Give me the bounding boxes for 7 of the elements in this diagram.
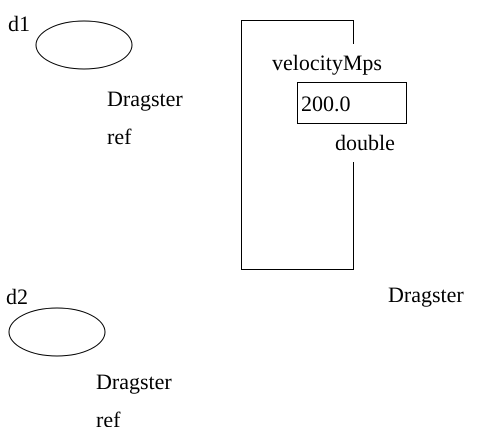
variable-name: d1 bbox=[8, 10, 30, 37]
type-label: velocityMps bbox=[272, 44, 384, 82]
ellipse-shape bbox=[8, 307, 106, 357]
value-box: 200.0 bbox=[297, 82, 407, 124]
ellipse-shape bbox=[35, 20, 133, 70]
variable-name: d2 bbox=[6, 283, 28, 310]
type-label: double bbox=[335, 124, 397, 162]
